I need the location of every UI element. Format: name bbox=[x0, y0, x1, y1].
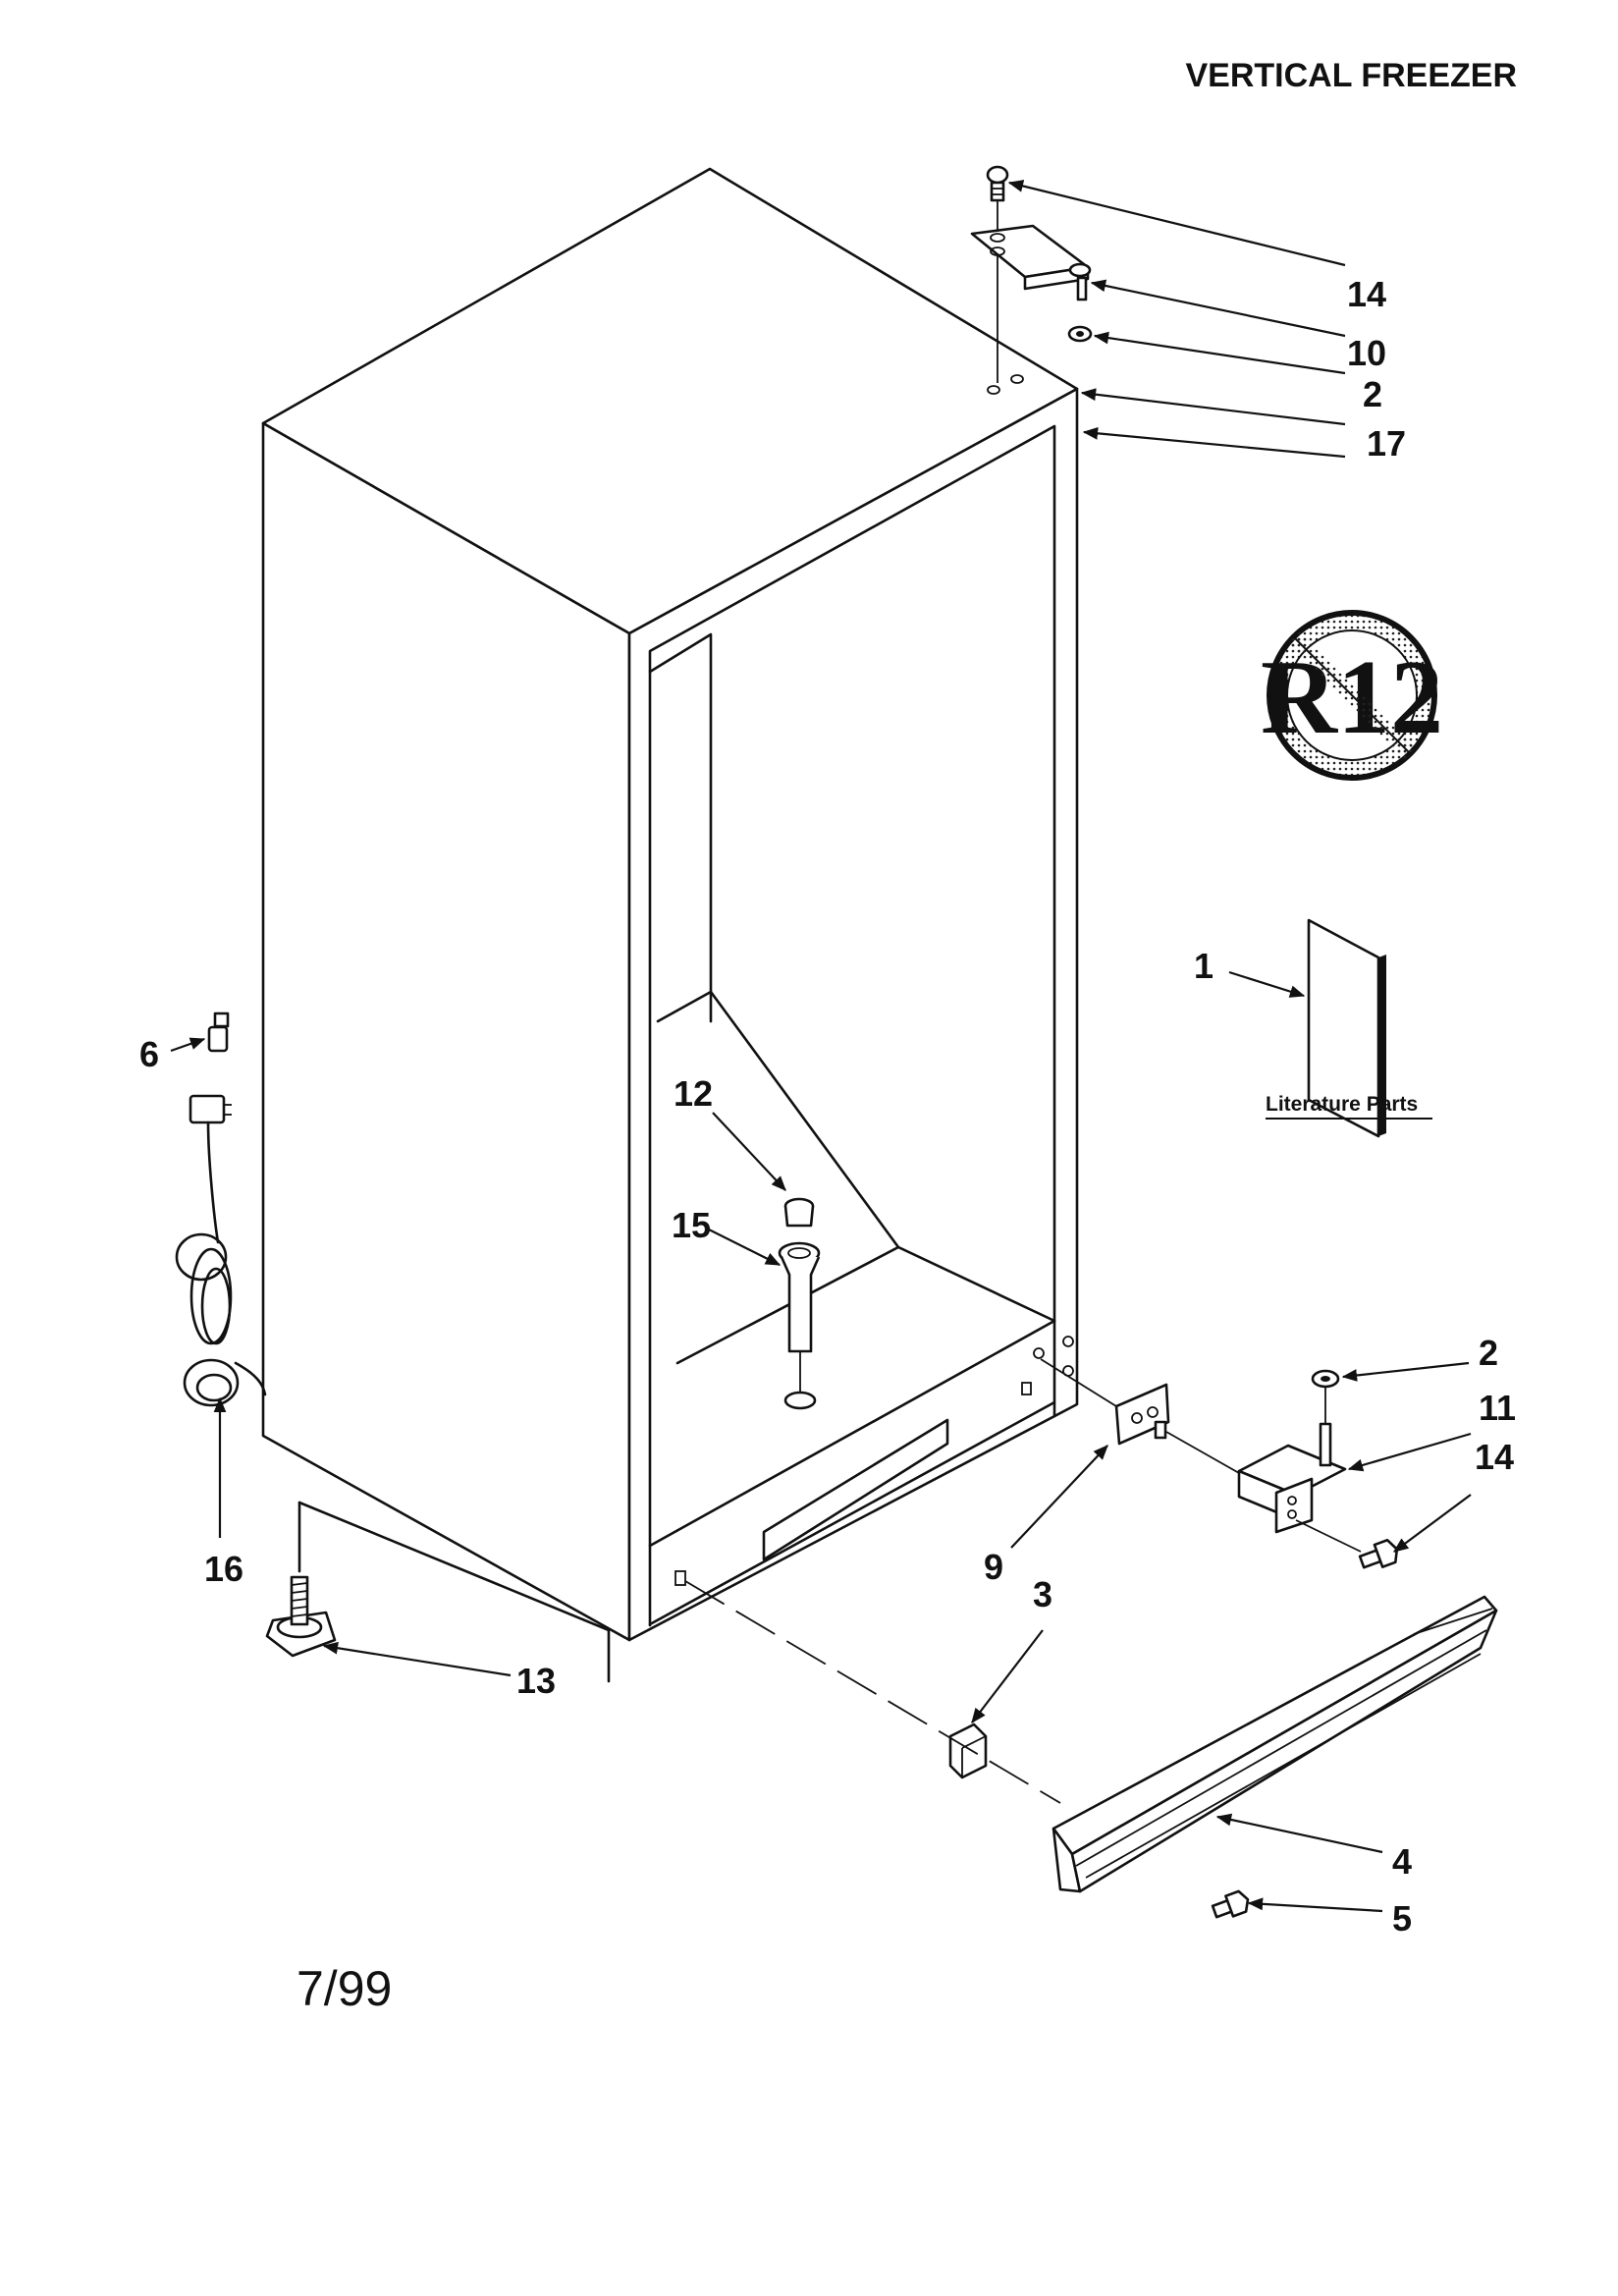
clip-part-6 bbox=[207, 1011, 230, 1053]
callout-14-top: 14 bbox=[1347, 274, 1386, 314]
callout-9: 9 bbox=[984, 1547, 1003, 1587]
callout-4: 4 bbox=[1392, 1841, 1412, 1882]
callout-17: 17 bbox=[1367, 423, 1406, 464]
callout-10: 10 bbox=[1347, 333, 1386, 373]
callout-15: 15 bbox=[672, 1205, 711, 1245]
revision-date: 7/99 bbox=[297, 1961, 392, 2016]
callout-12: 12 bbox=[674, 1073, 713, 1114]
callout-13: 13 bbox=[516, 1661, 556, 1701]
bottom-hinge-assembly bbox=[1040, 1358, 1399, 1569]
hinge-screw-top bbox=[986, 165, 1009, 202]
freezer-cabinet bbox=[261, 167, 1079, 1642]
base-skirt bbox=[297, 1501, 611, 1683]
literature-booklet bbox=[1307, 918, 1386, 1138]
callout-11: 11 bbox=[1479, 1388, 1516, 1428]
callout-3: 3 bbox=[1033, 1574, 1052, 1614]
callout-14-bottom: 14 bbox=[1475, 1437, 1514, 1477]
callout-5: 5 bbox=[1392, 1898, 1412, 1939]
kickplate-clip bbox=[948, 1722, 988, 1779]
drain-tube-assembly bbox=[778, 1197, 821, 1410]
callout-1: 1 bbox=[1194, 946, 1214, 986]
kickplate-grille bbox=[1052, 1595, 1498, 1919]
top-hinge-assembly bbox=[970, 165, 1093, 383]
power-cord bbox=[175, 1094, 267, 1407]
leveling-leg bbox=[265, 1575, 337, 1658]
literature-parts-label: Literature Parts bbox=[1266, 1093, 1418, 1116]
callout-labels: 14 10 2 17 1 6 12 15 16 2 11 14 9 3 13 4… bbox=[139, 274, 1516, 1939]
page-title: VERTICAL FREEZER bbox=[1185, 57, 1517, 94]
callout-16: 16 bbox=[204, 1549, 243, 1589]
callout-2-bottom: 2 bbox=[1479, 1333, 1498, 1373]
leader-lines bbox=[170, 180, 1472, 1913]
no-r12-logo: R12 bbox=[1261, 610, 1443, 781]
callout-6: 6 bbox=[139, 1034, 159, 1074]
callout-2-top: 2 bbox=[1363, 374, 1382, 414]
alignment-dashed-line bbox=[684, 1580, 1061, 1804]
